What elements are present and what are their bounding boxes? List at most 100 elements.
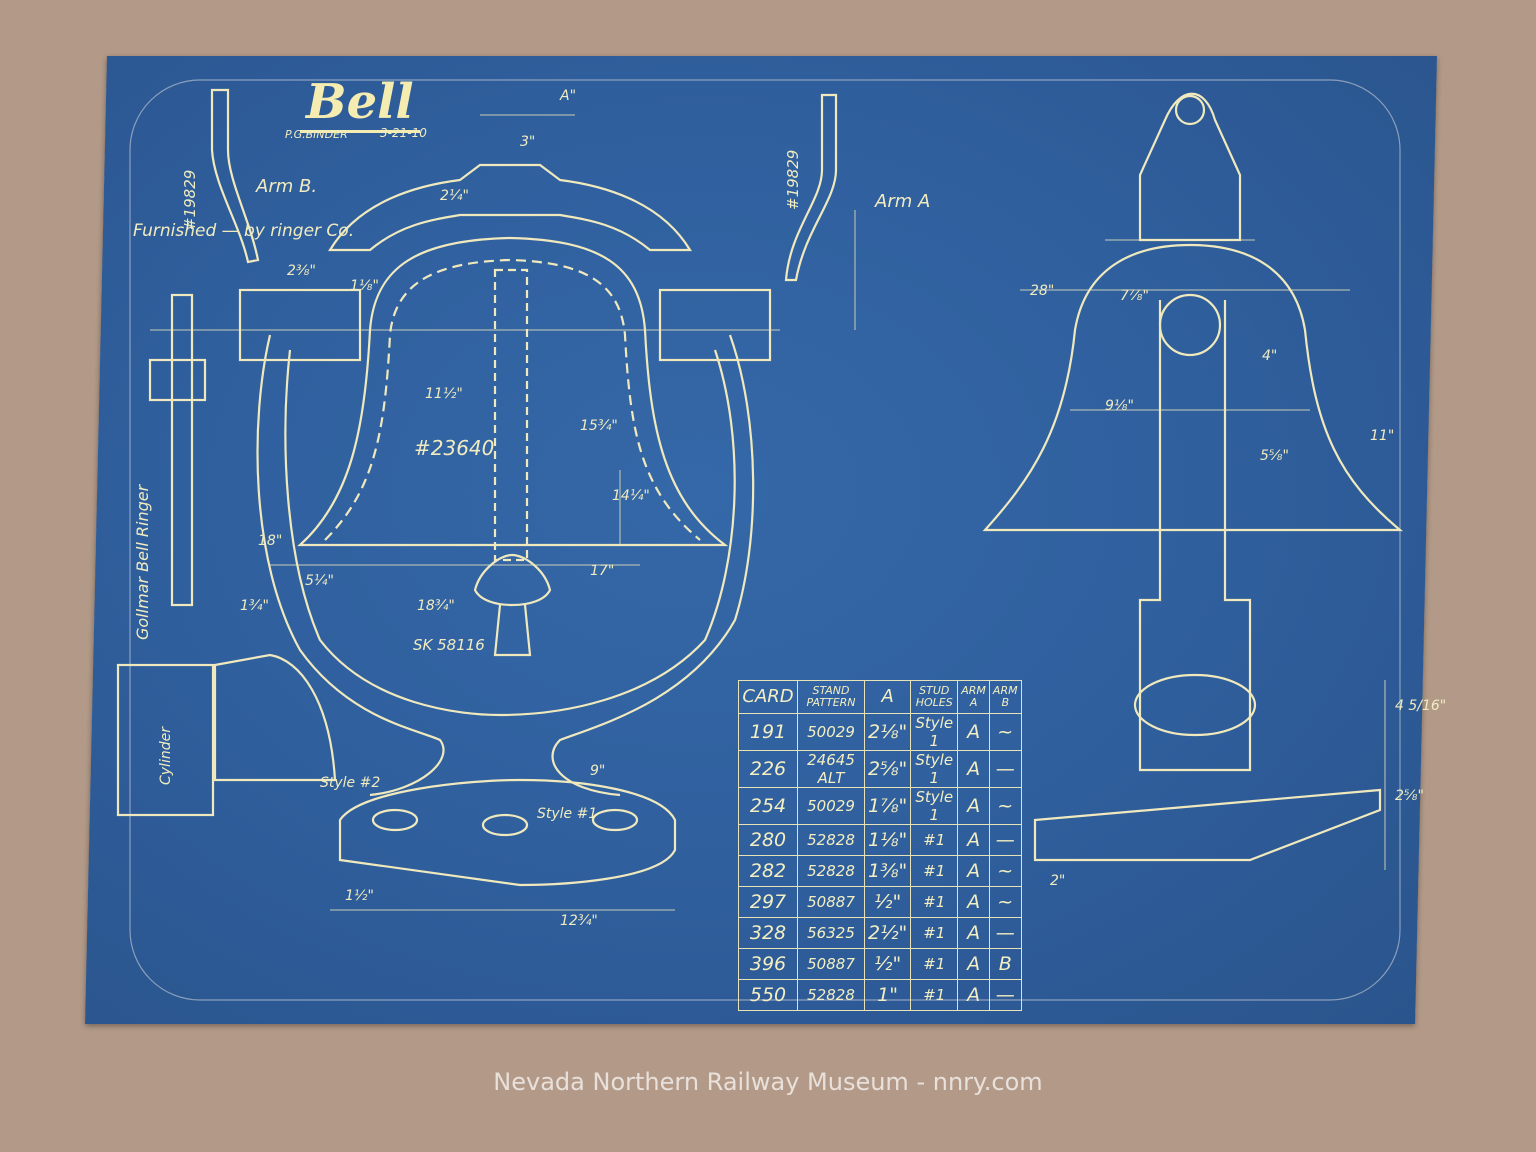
dim-label: 9⅛"	[1105, 398, 1134, 414]
bell-stand-inner	[284, 349, 736, 717]
dim-label: 5¼"	[305, 573, 334, 589]
table-cell: A	[957, 713, 990, 751]
stud-hole	[371, 808, 419, 832]
furnished-label: Furnished — by ringer Co.	[133, 221, 354, 241]
dim-label: 17"	[590, 563, 614, 579]
pivot-block-left	[238, 288, 362, 362]
table-cell: A	[957, 917, 990, 949]
table-cell: 254	[738, 787, 798, 825]
dim-label: 11½"	[425, 386, 463, 402]
draftsman-label: P.G.BINDER	[285, 128, 348, 141]
table-cell: 50887	[797, 886, 865, 918]
table-cell: ~	[988, 787, 1022, 825]
arm-part-right-label: #19829	[784, 150, 802, 210]
table-header-row: CARD STAND PATTERN A STUD HOLES ARM A AR…	[738, 680, 1022, 714]
table-cell: 328	[738, 917, 798, 949]
side-stand-flange	[1133, 673, 1257, 737]
table-cell: B	[988, 948, 1022, 980]
bell-stand-outline	[256, 334, 755, 797]
ringer-label: Gollmar Bell Ringer	[133, 483, 152, 640]
table-cell: #1	[910, 855, 959, 887]
dim-label: 2⅝"	[1395, 788, 1424, 804]
table-cell: 24645 ALT	[797, 750, 865, 788]
table-cell: Style 1	[910, 713, 959, 751]
side-pivot	[1174, 94, 1206, 126]
dim-label: 18¾"	[417, 598, 455, 614]
dim-label: A"	[559, 88, 576, 104]
table-cell: #1	[910, 917, 959, 949]
table-cell: 396	[738, 948, 798, 980]
table-cell: A	[957, 948, 990, 980]
table-cell: 50887	[797, 948, 865, 980]
arm-b-label: Arm B.	[255, 176, 317, 197]
table-cell: —	[988, 750, 1022, 788]
dim-label: 1⅛"	[350, 278, 379, 294]
table-cell: —	[988, 824, 1022, 856]
table-cell: #1	[910, 948, 959, 980]
dim-label: 2"	[1050, 873, 1065, 889]
dim-label: 1½"	[345, 888, 374, 904]
sk-number-label: SK 58116	[413, 636, 485, 654]
table-cell: 52828	[797, 979, 865, 1011]
stud-hole	[591, 808, 639, 832]
table-cell: 280	[738, 824, 798, 856]
table-cell: 56325	[797, 917, 865, 949]
dim-label: 2⅜"	[287, 263, 316, 279]
column-header: CARD	[738, 680, 798, 714]
clapper-ball	[473, 553, 552, 657]
table-cell: ~	[988, 713, 1022, 751]
table-cell: ~	[988, 855, 1022, 887]
dim-label: 18"	[258, 533, 282, 549]
cylinder-label: Cylinder	[158, 726, 174, 785]
table-cell: #1	[910, 886, 959, 918]
bell-front-outline	[297, 236, 729, 547]
table-cell: Style 1	[910, 787, 959, 825]
table-cell: 50029	[797, 713, 865, 751]
clapper-shaft	[493, 268, 529, 562]
column-header: STAND PATTERN	[797, 680, 865, 714]
table-cell: 1⅛"	[863, 824, 912, 856]
dim-label: 3"	[520, 134, 535, 150]
table-cell: A	[957, 824, 990, 856]
arm-a-label: Arm A	[874, 191, 930, 212]
dim-label: 28"	[1030, 283, 1054, 299]
style1-label: Style #1	[537, 806, 597, 822]
table-cell: A	[957, 750, 990, 788]
dim-label: 2¼"	[440, 188, 469, 204]
table-cell: 52828	[797, 855, 865, 887]
dim-label: 7⅞"	[1120, 288, 1149, 304]
table-cell: ~	[988, 886, 1022, 918]
table-cell: 52828	[797, 824, 865, 856]
bell-yoke	[328, 163, 692, 252]
spec-table: CARD STAND PATTERN A STUD HOLES ARM A AR…	[738, 680, 1022, 1011]
table-cell: 191	[738, 713, 798, 751]
table-cell: ½"	[863, 948, 912, 980]
date-label: 3-21-10	[380, 126, 427, 140]
dim-label: 4 5/16"	[1395, 698, 1446, 714]
table-cell: 282	[738, 855, 798, 887]
arm-part-left-label: #19829	[181, 170, 199, 230]
dim-label: 9"	[590, 763, 605, 779]
ringer-cylinder	[116, 663, 215, 817]
bell-number-label: #23640	[414, 436, 494, 460]
side-yoke	[1138, 92, 1242, 242]
stud-hole	[481, 813, 529, 837]
watermark-caption: Nevada Northern Railway Museum - nnry.co…	[493, 1068, 1043, 1096]
bell-side-outline	[982, 243, 1404, 532]
table-cell: —	[988, 979, 1022, 1011]
ringer-rod	[170, 293, 194, 607]
dim-label: 5⅝"	[1260, 448, 1289, 464]
table-cell: —	[988, 917, 1022, 949]
style2-label: Style #2	[320, 775, 380, 791]
dimension-labels: A" 3" 2¼" 2⅜" 1⅛" 11½" 15¾" 14¼" 18¾" 17…	[240, 88, 1446, 929]
table-cell: A	[957, 787, 990, 825]
column-header: ARM B	[988, 680, 1022, 714]
arm-b	[210, 88, 260, 264]
table-cell: Style 1	[910, 750, 959, 788]
